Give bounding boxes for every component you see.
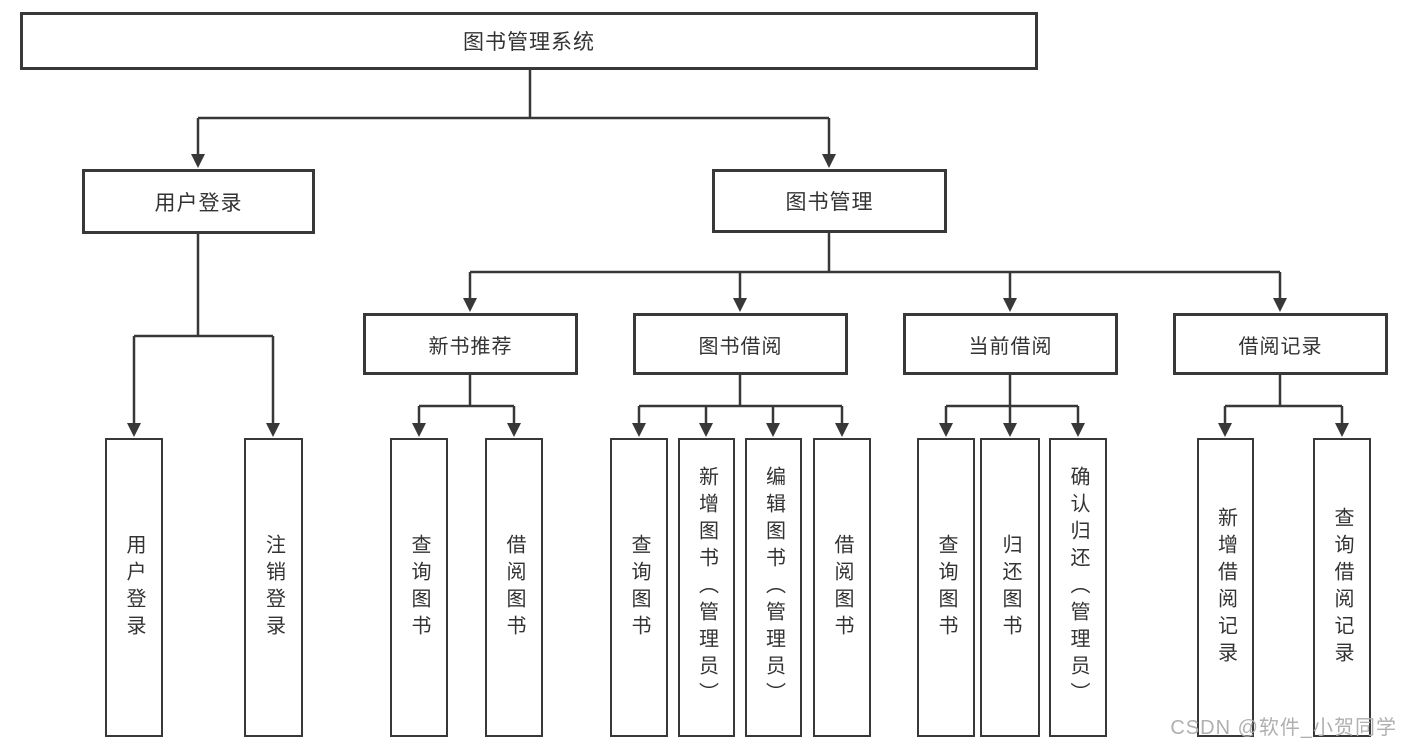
node-current-borrowing: 当前借阅 xyxy=(903,313,1118,375)
leaf-logout: 注销登录 xyxy=(244,438,303,737)
leaf-query-books-recommend: 查询图书 xyxy=(390,438,448,737)
leaf-return-book: 归还图书 xyxy=(980,438,1040,737)
leaf-edit-book-admin: 编辑图书（管理员） xyxy=(745,438,802,737)
leaf-query-books-borrowing: 查询图书 xyxy=(610,438,668,737)
node-borrow-records: 借阅记录 xyxy=(1173,313,1388,375)
leaf-user-login: 用户登录 xyxy=(105,438,163,737)
node-book-management: 图书管理 xyxy=(712,169,947,233)
node-user-login: 用户登录 xyxy=(82,169,315,234)
leaf-query-books-current: 查询图书 xyxy=(917,438,975,737)
leaf-borrow-book: 借阅图书 xyxy=(813,438,871,737)
node-book-borrowing: 图书借阅 xyxy=(633,313,848,375)
leaf-confirm-return-admin: 确认归还（管理员） xyxy=(1049,438,1107,737)
leaf-query-borrow-record: 查询借阅记录 xyxy=(1313,438,1371,737)
node-new-book-recommend: 新书推荐 xyxy=(363,313,578,375)
csdn-watermark: CSDN @软件_小贺同学 xyxy=(1170,717,1397,739)
leaf-borrow-books-recommend: 借阅图书 xyxy=(485,438,543,737)
leaf-add-borrow-record: 新增借阅记录 xyxy=(1197,438,1254,737)
root-node-library-system: 图书管理系统 xyxy=(20,12,1038,70)
leaf-add-book-admin: 新增图书（管理员） xyxy=(678,438,735,737)
